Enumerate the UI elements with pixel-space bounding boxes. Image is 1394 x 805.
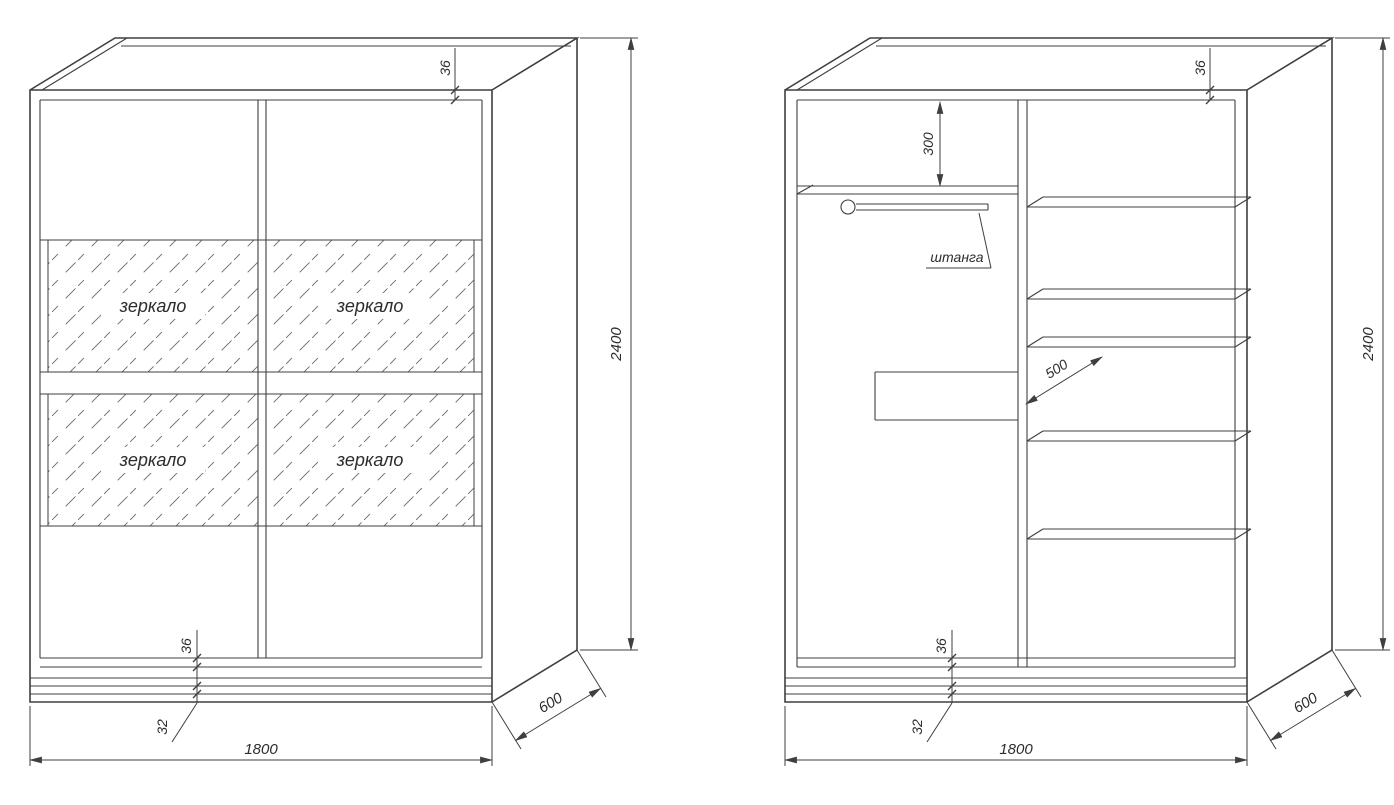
dim-depth-line — [1269, 687, 1357, 742]
mirror-label-plate — [318, 293, 422, 319]
dim-bottom-ticks — [192, 653, 202, 699]
dim-shelf-width-line — [1025, 356, 1103, 405]
dim-top-panel-label: 36 — [437, 60, 453, 76]
dim-width-label: 1800 — [999, 741, 1033, 758]
plinth-lines — [30, 677, 492, 695]
dim-top-panel-label: 36 — [1192, 60, 1208, 76]
rod-label: штанга — [930, 249, 983, 265]
dim-width-extensions — [784, 706, 1248, 766]
mirror-label-1: зеркало — [119, 296, 187, 316]
dim-bottom-panel-label: 36 — [933, 638, 949, 654]
left-compartment-shelf — [796, 184, 1018, 195]
door-opening-frame — [39, 99, 483, 668]
dim-plinth-label: 32 — [154, 719, 170, 735]
vertical-partition — [1017, 100, 1028, 667]
door-dividers-and-rails — [40, 100, 482, 658]
dim-width-extensions — [29, 706, 493, 766]
front-view: зеркало зеркало зеркало зеркало 1800 240… — [28, 36, 638, 766]
dim-height-label: 2400 — [608, 327, 625, 362]
rod-end-bracket — [840, 199, 856, 215]
dim-top-panel-ticks — [450, 85, 460, 105]
carcass-opening — [796, 99, 1236, 668]
top-panel-detail — [41, 37, 571, 91]
mirror-label-4: зеркало — [336, 450, 404, 470]
dim-bottom-ticks — [947, 653, 957, 699]
plinth-lines — [785, 677, 1247, 695]
hanging-rod — [856, 203, 989, 211]
dim-plinth-label: 32 — [909, 719, 925, 735]
mirror-label-3: зеркало — [119, 450, 187, 470]
mirror-label-2: зеркало — [336, 296, 404, 316]
top-panel-detail — [796, 37, 1326, 91]
mirror-label-plate — [101, 293, 205, 319]
mirror-label-plate — [318, 447, 422, 473]
dim-bottom-panel-label: 36 — [178, 638, 194, 654]
dim-height-label: 2400 — [1360, 327, 1377, 362]
right-column-shelves — [1026, 196, 1252, 540]
dim-rod-drop-label: 300 — [920, 132, 936, 156]
interior-view: 300 500 штанга 36 36 32 1800 2400 600 — [783, 36, 1390, 766]
mirror-label-plate — [101, 447, 205, 473]
dim-top-panel-ticks — [1205, 85, 1215, 105]
dim-depth-line — [514, 687, 602, 742]
dim-shelf-width-label: 500 — [1042, 356, 1070, 382]
drawer-box — [874, 371, 1018, 421]
rod-label-leader — [926, 212, 992, 269]
dim-width-label: 1800 — [244, 741, 278, 758]
